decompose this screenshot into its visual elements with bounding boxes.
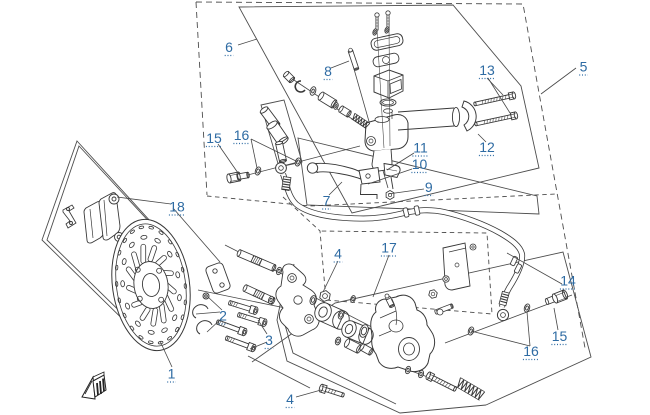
svg-text:15: 15 [552, 328, 568, 344]
svg-text:13: 13 [479, 62, 495, 78]
svg-text:14: 14 [560, 273, 576, 289]
svg-text:1: 1 [168, 366, 176, 382]
svg-text:6: 6 [225, 39, 233, 55]
svg-text:16: 16 [523, 343, 539, 359]
svg-text:4: 4 [286, 391, 294, 407]
svg-text:7: 7 [323, 193, 331, 209]
svg-text:15: 15 [206, 130, 222, 146]
svg-text:17: 17 [381, 240, 397, 256]
svg-text:3: 3 [265, 332, 273, 348]
svg-text:4: 4 [334, 246, 342, 262]
svg-text:18: 18 [169, 199, 185, 215]
svg-text:10: 10 [412, 156, 428, 172]
svg-text:9: 9 [425, 179, 433, 195]
svg-text:5: 5 [580, 59, 588, 75]
svg-text:12: 12 [479, 139, 495, 155]
svg-text:2: 2 [219, 308, 227, 324]
svg-text:8: 8 [324, 63, 332, 79]
svg-text:11: 11 [413, 140, 428, 156]
svg-text:16: 16 [234, 127, 250, 143]
